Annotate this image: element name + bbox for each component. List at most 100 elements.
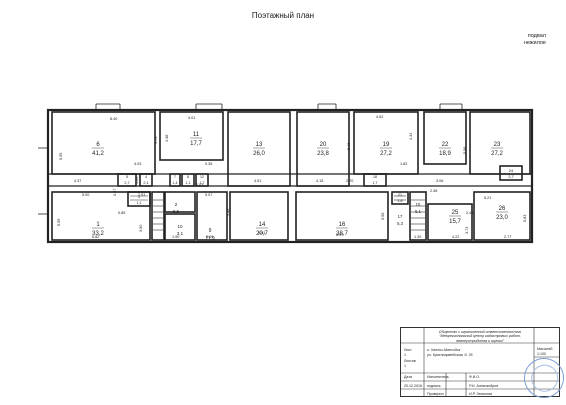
svg-text:8: 8	[187, 175, 189, 179]
svg-text:4.73: 4.73	[154, 137, 158, 144]
svg-text:1: 1	[96, 222, 100, 228]
svg-text:8.40: 8.40	[110, 117, 117, 121]
svg-text:5.59: 5.59	[57, 219, 61, 226]
svg-text:33,2: 33,2	[92, 231, 104, 237]
svg-text:27,2: 27,2	[491, 151, 503, 157]
svg-text:5.55: 5.55	[59, 153, 63, 160]
title-block: Общество с ограниченной ответственностью…	[400, 327, 560, 397]
svg-text:2.44: 2.44	[466, 211, 473, 215]
svg-text:20: 20	[320, 142, 327, 148]
floor-type: нежилое	[523, 40, 546, 46]
svg-text:1,6: 1,6	[398, 199, 403, 203]
svg-text:41,2: 41,2	[92, 151, 104, 157]
room-1: 133,2	[92, 222, 104, 237]
room-14: 14 20,7	[256, 222, 268, 237]
room-5: 52,7	[124, 175, 129, 185]
checker-name: И.Р. Зелькова	[469, 392, 492, 396]
svg-text:21: 21	[398, 193, 402, 197]
room-24: 242,7	[508, 168, 514, 179]
svg-text:3.73: 3.73	[465, 227, 469, 234]
svg-text:1,7: 1,7	[200, 181, 205, 185]
sheets-label: Листов	[404, 359, 416, 363]
room-16: 16 38,7	[336, 222, 348, 237]
date-label: Дата	[404, 375, 412, 379]
svg-text:3.61: 3.61	[258, 231, 265, 235]
floor-label: подвал нежилое	[524, 33, 546, 47]
svg-text:5.83: 5.83	[523, 215, 527, 222]
svg-text:18,9: 18,9	[439, 151, 451, 157]
room-17: 175,3	[397, 214, 403, 226]
checker-label: Проверил	[427, 392, 444, 396]
svg-text:18: 18	[373, 175, 377, 179]
svg-text:5.56: 5.56	[463, 147, 467, 154]
svg-text:10: 10	[177, 224, 183, 229]
svg-text:1,1: 1,1	[137, 201, 142, 205]
svg-text:3.06: 3.06	[436, 179, 443, 183]
svg-text:4.22: 4.22	[452, 235, 459, 239]
room-26: 26 23,0	[496, 206, 508, 221]
svg-text:15: 15	[416, 202, 421, 207]
sheet-label: Лист	[404, 348, 412, 352]
scale-label: Масштаб	[537, 347, 553, 351]
svg-text:22: 22	[442, 142, 449, 148]
room-3: 31,1	[137, 195, 142, 205]
svg-text:20,7: 20,7	[256, 231, 268, 237]
svg-text:4.51: 4.51	[254, 179, 261, 183]
svg-text:5.46: 5.46	[347, 143, 351, 150]
svg-text:6.82: 6.82	[92, 235, 99, 239]
svg-text:23,0: 23,0	[496, 215, 508, 221]
page-title: Поэтажный план	[251, 11, 315, 20]
svg-text:0.97: 0.97	[113, 189, 117, 196]
svg-text:4.52: 4.52	[376, 115, 383, 119]
company-name: Общество с ограниченной ответственностью…	[438, 330, 522, 343]
svg-text:1,1: 1,1	[186, 181, 191, 185]
svg-text:1,4: 1,4	[173, 181, 178, 185]
svg-text:5.55: 5.55	[381, 213, 385, 220]
svg-text:5.21: 5.21	[484, 196, 491, 200]
svg-text:26: 26	[499, 206, 506, 212]
svg-text:5.07: 5.07	[205, 193, 212, 197]
svg-text:3.86: 3.86	[227, 209, 231, 216]
svg-text:38,7: 38,7	[336, 231, 348, 237]
svg-text:5,1: 5,1	[415, 209, 421, 214]
svg-text:5.00: 5.00	[82, 193, 89, 197]
room-7: 71,4	[173, 175, 178, 185]
stair-treads	[130, 195, 425, 231]
address-city: г. Ханты-Мансийск	[427, 348, 461, 352]
executor-label: Исполнитель	[427, 375, 449, 379]
svg-text:26,0: 26,0	[253, 151, 265, 157]
svg-text:9: 9	[209, 228, 212, 234]
room-18: 181,7	[373, 175, 378, 185]
svg-text:27,2: 27,2	[380, 151, 392, 157]
svg-text:2.70: 2.70	[346, 179, 353, 183]
svg-text:2.51: 2.51	[138, 193, 145, 197]
room-9: 911,9	[205, 228, 215, 242]
dimension-labels: 8.40 5.55 4.37 4.03 4.73 4.01 4.52 4.34 …	[57, 115, 527, 239]
svg-text:15,7: 15,7	[449, 219, 461, 225]
svg-text:2,7: 2,7	[508, 174, 514, 179]
room-4: 42,1	[143, 175, 148, 185]
svg-text:4.38: 4.38	[165, 135, 169, 142]
svg-text:3.50: 3.50	[139, 225, 143, 232]
svg-text:5,3: 5,3	[397, 221, 403, 226]
svg-text:14: 14	[259, 222, 266, 228]
svg-text:4.37: 4.37	[74, 179, 81, 183]
svg-text:17,7: 17,7	[190, 141, 202, 147]
svg-text:3.09: 3.09	[206, 235, 213, 239]
sheets-number: 1	[404, 364, 406, 368]
svg-text:1.30: 1.30	[414, 235, 421, 239]
svg-text:23,8: 23,8	[317, 151, 329, 157]
svg-text:5: 5	[126, 175, 128, 179]
svg-text:16: 16	[339, 222, 346, 228]
outer-walls	[46, 108, 534, 244]
room-8: 81,1	[186, 175, 191, 185]
scale-value: 1:100	[537, 352, 546, 356]
svg-text:2.36: 2.36	[430, 189, 437, 193]
svg-text:5,5: 5,5	[173, 209, 180, 214]
